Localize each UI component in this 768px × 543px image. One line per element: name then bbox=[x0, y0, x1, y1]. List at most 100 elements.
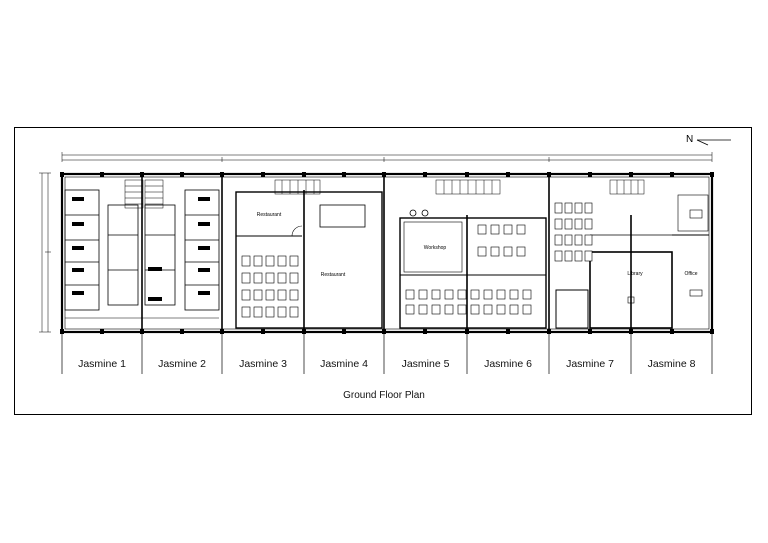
chair bbox=[253, 272, 263, 284]
room-label-restaurant-small: Restaurant bbox=[256, 212, 282, 218]
chair bbox=[277, 272, 287, 284]
column bbox=[629, 172, 633, 177]
chair bbox=[431, 289, 441, 300]
office-desk bbox=[689, 289, 703, 297]
desk-chair bbox=[554, 234, 563, 246]
chair bbox=[289, 306, 299, 318]
desk-chair bbox=[554, 250, 563, 262]
column bbox=[506, 329, 510, 334]
column bbox=[261, 172, 265, 177]
chair bbox=[265, 306, 275, 318]
chair bbox=[418, 289, 428, 300]
top-dimension-lines bbox=[61, 152, 713, 162]
chair bbox=[496, 289, 506, 300]
chair bbox=[241, 289, 251, 301]
chair bbox=[490, 224, 500, 235]
column bbox=[588, 172, 592, 177]
jasmine-1-2-rooms bbox=[64, 189, 220, 319]
unit-label-jasmine-7: Jasmine 7 bbox=[566, 358, 614, 370]
chair bbox=[509, 289, 519, 300]
chair bbox=[496, 304, 506, 315]
room-label-office: Office bbox=[684, 271, 698, 277]
desk-chair bbox=[584, 218, 593, 230]
column bbox=[588, 329, 592, 334]
chair bbox=[477, 246, 487, 257]
restaurant-walls bbox=[235, 191, 383, 329]
chair bbox=[457, 304, 467, 315]
unit-separator-lines bbox=[61, 334, 713, 374]
chair bbox=[444, 304, 454, 315]
desk-chair bbox=[564, 218, 573, 230]
column bbox=[100, 329, 104, 334]
plan-title: Ground Floor Plan bbox=[343, 390, 425, 401]
chair bbox=[516, 246, 526, 257]
chair bbox=[277, 289, 287, 301]
workshop-walls bbox=[399, 209, 547, 329]
north-label: N bbox=[686, 134, 694, 145]
chair bbox=[509, 304, 519, 315]
chair bbox=[483, 304, 493, 315]
desk-chair bbox=[564, 202, 573, 214]
chair bbox=[444, 289, 454, 300]
room-label-library: Library bbox=[627, 271, 643, 277]
chair bbox=[477, 224, 487, 235]
chair bbox=[457, 289, 467, 300]
column bbox=[100, 172, 104, 177]
chair bbox=[522, 304, 532, 315]
column bbox=[180, 329, 184, 334]
chair bbox=[431, 304, 441, 315]
office-desk bbox=[689, 209, 703, 219]
chair bbox=[289, 289, 299, 301]
structural-columns bbox=[60, 172, 714, 334]
column bbox=[710, 172, 714, 177]
chair bbox=[503, 224, 513, 235]
drawing-sheet-border bbox=[14, 127, 752, 415]
desk-chair bbox=[574, 234, 583, 246]
column bbox=[710, 329, 714, 334]
chair bbox=[516, 224, 526, 235]
restaurant-tables bbox=[241, 255, 299, 318]
column bbox=[423, 172, 427, 177]
bed-icons bbox=[72, 197, 210, 301]
unit-label-jasmine-2: Jasmine 2 bbox=[158, 358, 206, 370]
desk-chair bbox=[574, 218, 583, 230]
chair bbox=[490, 246, 500, 257]
chair bbox=[241, 306, 251, 318]
desk-chair bbox=[584, 250, 593, 262]
unit-label-jasmine-8: Jasmine 8 bbox=[647, 358, 696, 370]
building-outline bbox=[60, 172, 714, 334]
chair bbox=[522, 289, 532, 300]
left-dimension-lines bbox=[39, 172, 51, 333]
unit-label-jasmine-3: Jasmine 3 bbox=[239, 358, 287, 370]
desk-chair bbox=[574, 250, 583, 262]
unit-dividing-walls bbox=[141, 174, 632, 332]
column bbox=[60, 329, 64, 334]
unit-label-jasmine-5: Jasmine 5 bbox=[401, 358, 450, 370]
desk-chair bbox=[574, 202, 583, 214]
chair bbox=[253, 255, 263, 267]
column bbox=[60, 172, 64, 177]
chair bbox=[483, 289, 493, 300]
desk-chair bbox=[564, 250, 573, 262]
room-label-workshop: Workshop bbox=[423, 245, 447, 251]
chair bbox=[418, 304, 428, 315]
chair bbox=[241, 272, 251, 284]
chair bbox=[289, 272, 299, 284]
chair bbox=[253, 306, 263, 318]
column bbox=[423, 329, 427, 334]
unit-label-jasmine-6: Jasmine 6 bbox=[484, 358, 532, 370]
desk-chair bbox=[564, 234, 573, 246]
chair bbox=[277, 255, 287, 267]
column bbox=[261, 329, 265, 334]
chair bbox=[253, 289, 263, 301]
library-office-walls bbox=[555, 194, 709, 329]
chair bbox=[470, 289, 480, 300]
chair bbox=[265, 272, 275, 284]
chair bbox=[405, 289, 415, 300]
column bbox=[465, 172, 469, 177]
unit-label-jasmine-1: Jasmine 1 bbox=[78, 358, 126, 370]
chair bbox=[470, 304, 480, 315]
workshop-tables bbox=[405, 224, 532, 315]
chair bbox=[265, 289, 275, 301]
